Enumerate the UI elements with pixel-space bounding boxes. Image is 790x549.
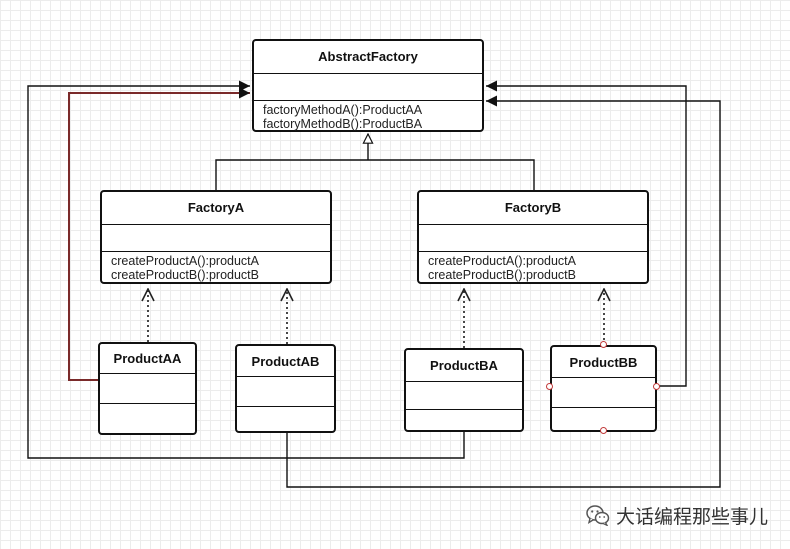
resize-handle-right[interactable] <box>653 383 660 390</box>
method: factoryMethodB():ProductBA <box>263 117 423 131</box>
class-name: ProductBA <box>406 350 522 382</box>
watermark-text: 大话编程那些事儿 <box>616 505 769 528</box>
attributes-section <box>406 382 522 410</box>
factory-b-class[interactable]: FactoryB createProductA():productA creat… <box>417 190 649 284</box>
methods-section: createProductA():productA createProductB… <box>419 252 647 282</box>
attributes-section <box>552 378 655 408</box>
attributes-section <box>102 225 330 252</box>
method: createProductB():productB <box>428 268 576 282</box>
inheritance-connector <box>215 134 535 190</box>
attributes-section <box>419 225 647 252</box>
methods-section: createProductA():productA createProductB… <box>102 252 330 282</box>
class-name: FactoryA <box>102 192 330 225</box>
factory-a-class[interactable]: FactoryA createProductA():productA creat… <box>100 190 332 284</box>
attributes-section <box>100 374 195 404</box>
class-name: AbstractFactory <box>254 41 482 74</box>
wechat-icon <box>586 505 610 526</box>
resize-handle-bottom[interactable] <box>600 427 607 434</box>
methods-section: factoryMethodA():ProductAA factoryMethod… <box>254 101 482 131</box>
attributes-section <box>237 377 334 407</box>
class-name: ProductBB <box>552 347 655 378</box>
watermark: 大话编程那些事儿 <box>586 502 768 528</box>
attributes-section <box>254 74 482 101</box>
product-ab-class[interactable]: ProductAB <box>235 344 336 433</box>
resize-handle-top[interactable] <box>600 341 607 348</box>
association-productbb <box>486 80 687 387</box>
method: createProductB():productB <box>111 268 259 282</box>
class-name: ProductAA <box>100 344 195 374</box>
product-bb-class[interactable]: ProductBB <box>550 345 657 432</box>
abstract-factory-class[interactable]: AbstractFactory factoryMethodA():Product… <box>252 39 484 132</box>
method: createProductA():productA <box>111 254 259 268</box>
association-productba <box>27 80 465 459</box>
product-ba-class[interactable]: ProductBA <box>404 348 524 432</box>
class-name: ProductAB <box>237 346 334 377</box>
class-name: FactoryB <box>419 192 647 225</box>
association-productab <box>286 95 721 488</box>
association-productaa <box>68 87 250 381</box>
method: createProductA():productA <box>428 254 576 268</box>
resize-handle-left[interactable] <box>546 383 553 390</box>
product-aa-class[interactable]: ProductAA <box>98 342 197 435</box>
method: factoryMethodA():ProductAA <box>263 103 423 117</box>
